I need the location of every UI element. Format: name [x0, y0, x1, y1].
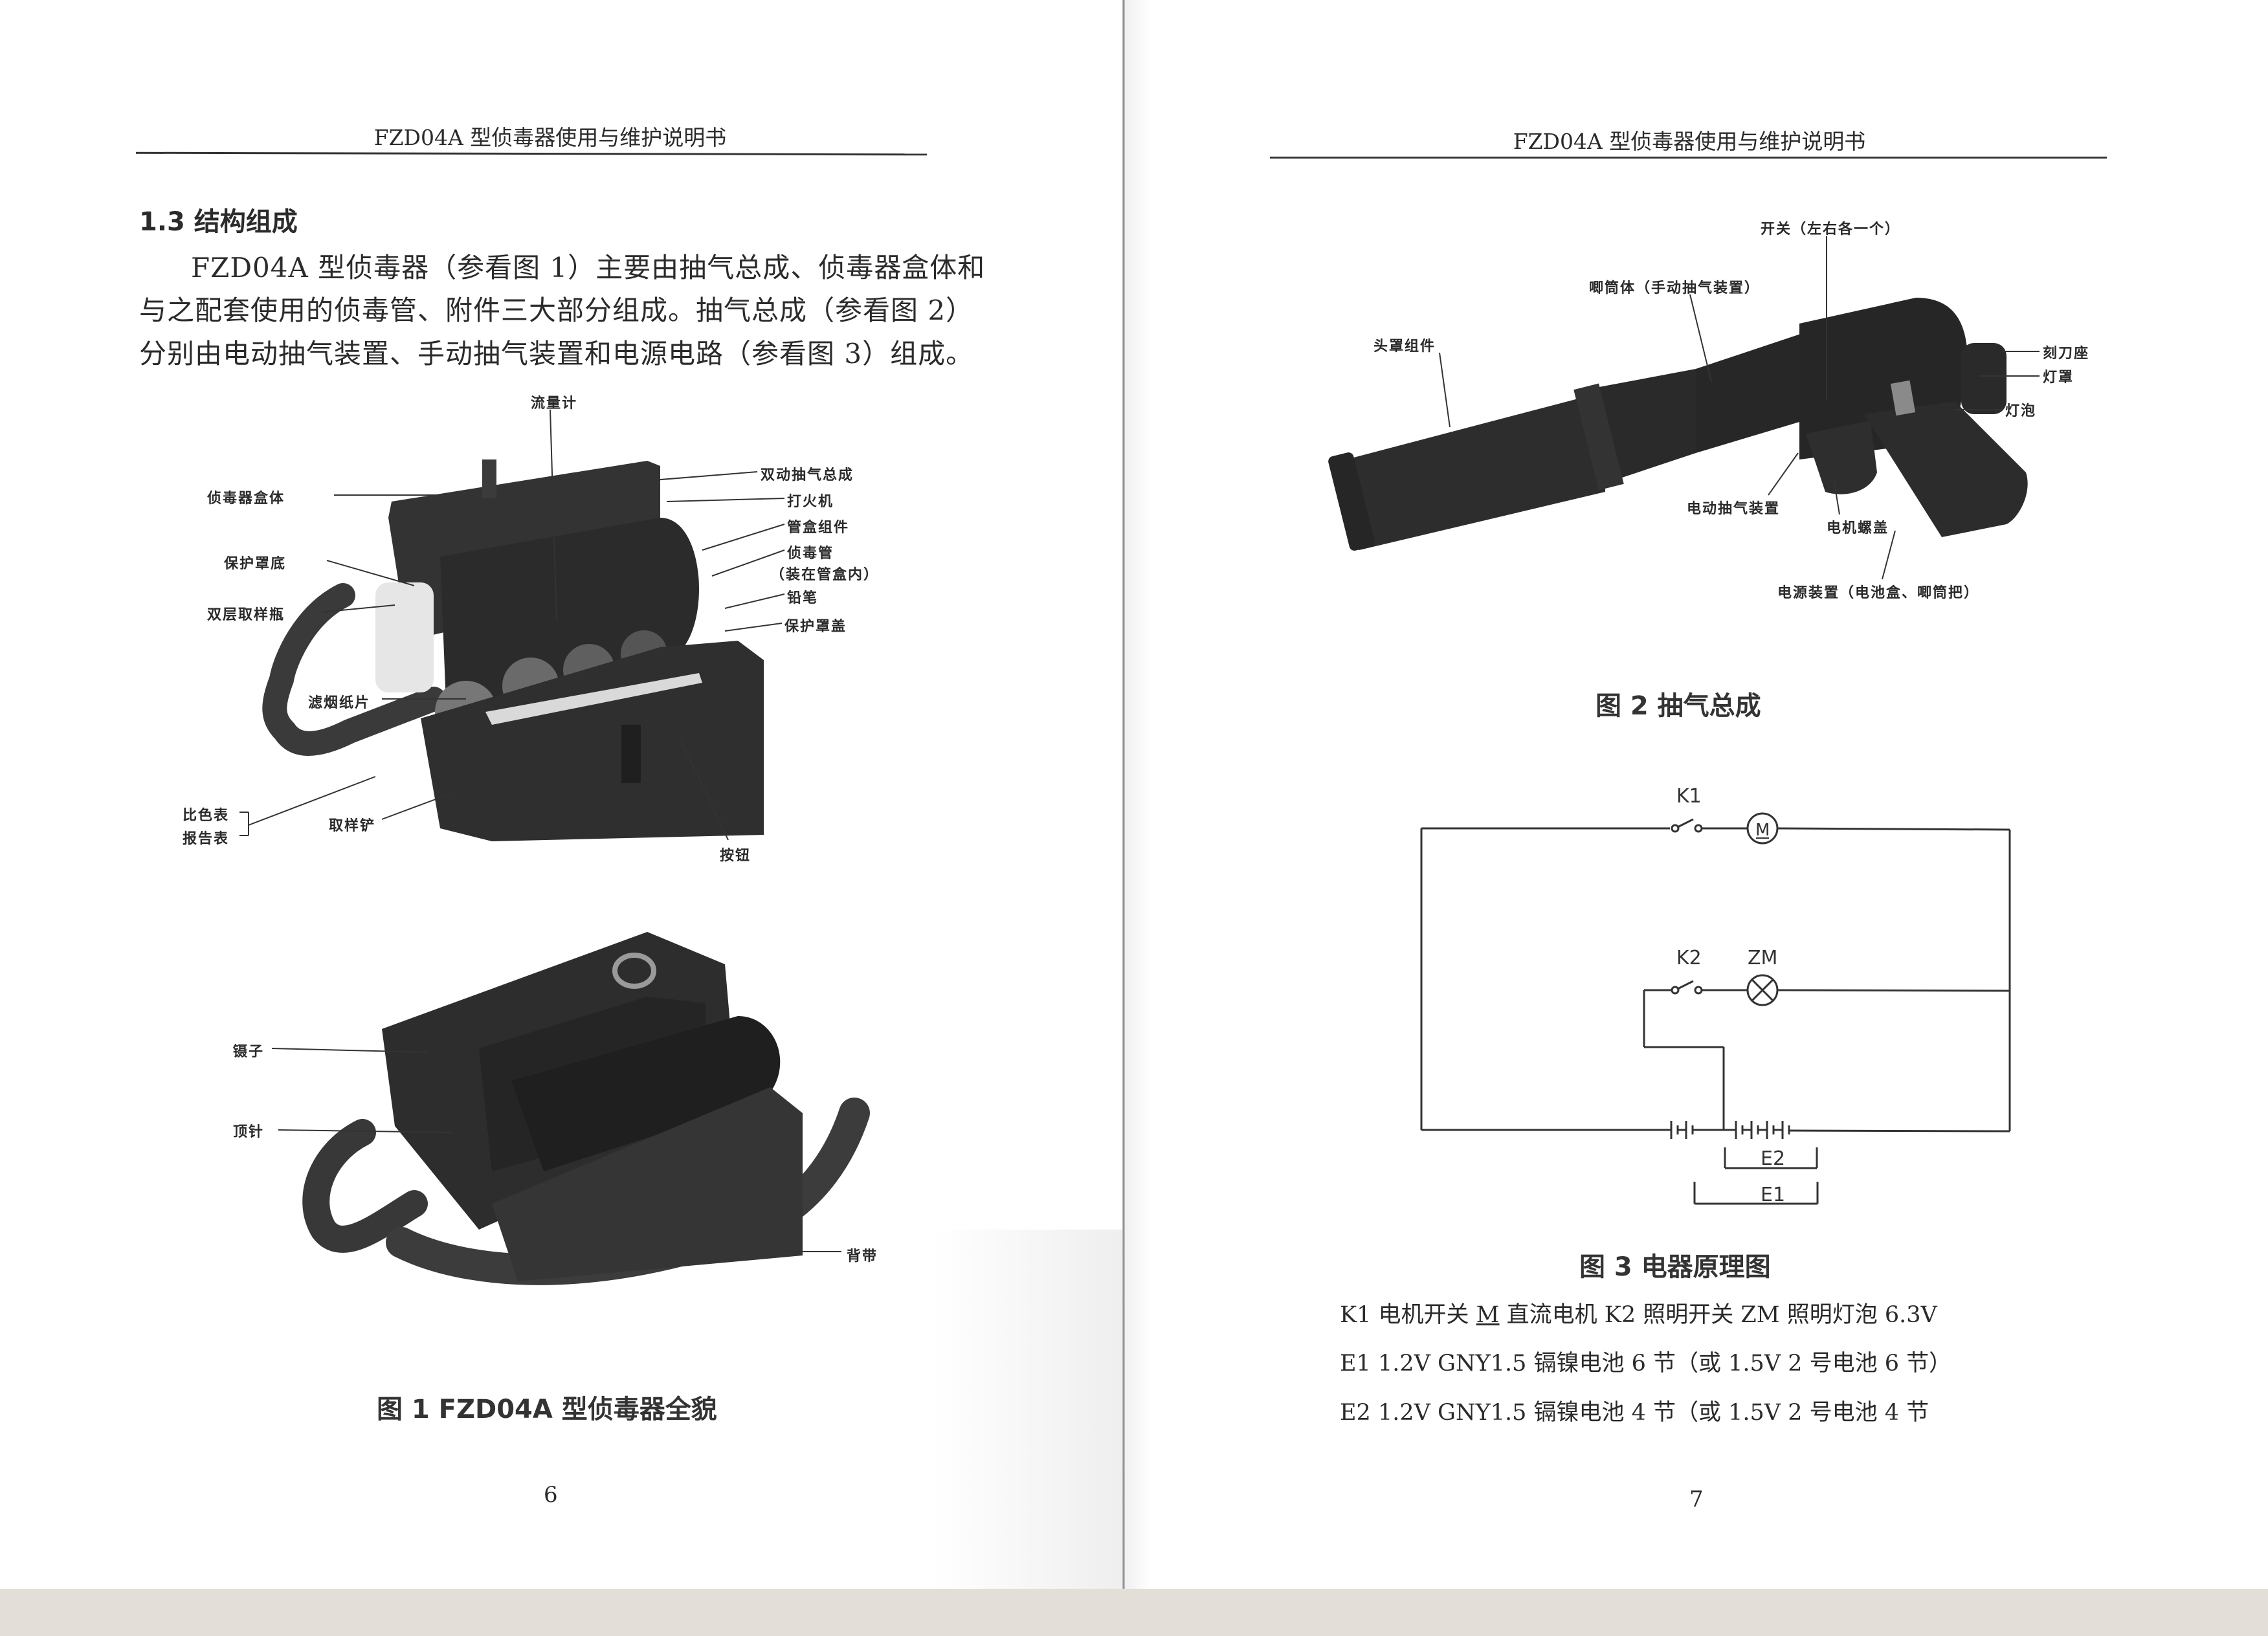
figure1-bottom-leader-lines [271, 1048, 841, 1252]
page-number-left: 6 [544, 1482, 558, 1508]
callout-box-body: 侦毒器盒体 [207, 491, 285, 507]
legend-motor-symbol: M [1476, 1302, 1500, 1328]
callout-lighter: 打火机 [787, 494, 834, 510]
callout-protective-cover-bottom: 保护罩底 [224, 556, 287, 572]
callout-dual-pump-assembly: 双动抽气总成 [761, 467, 854, 483]
label-motor: M [1755, 821, 1770, 840]
legend-line-components: K1 电机开关 M 直流电机 K2 照明开关 ZM 照明灯泡 6.3V [1340, 1296, 1937, 1329]
label-e1: E1 [1761, 1184, 1785, 1206]
label-k1: K1 [1676, 785, 1702, 808]
callout-pump-barrel: 唧筒体（手动抽气装置） [1589, 280, 1761, 296]
label-e2: E2 [1761, 1147, 1785, 1170]
figure2-leader-lines [1439, 236, 2040, 580]
label-lamp-zm: ZM [1748, 947, 1777, 969]
callout-report-form: 报告表 [183, 831, 230, 847]
paragraph-line-1: FZD04A 型侦毒器（参看图 1）主要由抽气总成、侦毒器盒体和 [191, 252, 986, 283]
callout-button: 按钮 [720, 848, 751, 864]
figure1-top-photo [262, 459, 764, 841]
callout-ejector-pin: 顶针 [233, 1124, 265, 1140]
paragraph-line-2: 与之配套使用的侦毒管、附件三大部分组成。抽气总成（参看图 2） [139, 294, 974, 326]
callout-sample-bottle: 双层取样瓶 [207, 607, 285, 623]
figure1-caption: 图 1 FZD04A 型侦毒器全貌 [377, 1395, 717, 1424]
figure2-photo [1328, 298, 2028, 551]
figure2-caption: 图 2 抽气总成 [1595, 691, 1761, 721]
figure3-circuit-diagram: K1 M K2 ZM E2 E1 [1420, 785, 2011, 1206]
legend-k1-text: K1 电机开关 [1340, 1302, 1476, 1328]
callout-shoulder-strap: 背带 [847, 1248, 878, 1265]
header-rule-right [1270, 157, 2107, 159]
callout-flowmeter: 流量计 [531, 395, 578, 412]
figure3-caption: 图 3 电器原理图 [1579, 1252, 1771, 1282]
callout-detector-tube: 侦毒管 [787, 546, 834, 562]
callout-cutter-seat: 刻刀座 [2043, 346, 2090, 362]
callout-detector-tube-note: （装在管盒内） [770, 567, 880, 583]
page-curl-shadow [932, 1230, 1122, 1589]
figure1-bottom-photo [302, 932, 870, 1285]
callout-bulb: 灯泡 [2005, 403, 2037, 419]
section-title: 1.3 结构组成 [139, 207, 298, 237]
page-number-right: 7 [1689, 1487, 1704, 1512]
scanner-bed-strip [0, 1589, 2268, 1636]
label-k2: K2 [1676, 947, 1702, 969]
running-header-left: FZD04A 型侦毒器使用与维护说明书 [373, 125, 727, 150]
callout-color-chart: 比色表 [183, 808, 230, 824]
right-page [1125, 0, 2268, 1589]
callout-tweezers: 镊子 [233, 1044, 265, 1060]
gutter-shadow [1125, 0, 1151, 1589]
callout-protective-cover-lid: 保护罩盖 [784, 619, 847, 635]
callout-sampling-shovel: 取样铲 [329, 818, 376, 834]
callout-head-cover-assembly: 头罩组件 [1373, 338, 1436, 355]
legend-line-e1: E1 1.2V GNY1.5 镉镍电池 6 节（或 1.5V 2 号电池 6 节… [1340, 1351, 1952, 1376]
callout-power-unit: 电源装置（电池盒、唧筒把） [1777, 585, 1980, 601]
callout-tube-box-assembly: 管盒组件 [787, 520, 850, 536]
figure1-top-leader-lines [239, 409, 785, 841]
legend-line-e2: E2 1.2V GNY1.5 镉镍电池 4 节（或 1.5V 2 号电池 4 节 [1340, 1400, 1929, 1426]
paragraph-line-3: 分别由电动抽气装置、手动抽气装置和电源电路（参看图 3）组成。 [139, 338, 974, 370]
callout-electric-pump: 电动抽气装置 [1687, 501, 1781, 517]
book-binding-gutter [1122, 0, 1125, 1589]
callout-motor-screw-cap: 电机螺盖 [1827, 520, 1889, 536]
callout-pencil: 铅笔 [787, 590, 819, 606]
legend-rest-text: 直流电机 K2 照明开关 ZM 照明灯泡 6.3V [1499, 1302, 1937, 1328]
callout-lamp-shade: 灯罩 [2043, 370, 2074, 386]
running-header-right: FZD04A 型侦毒器使用与维护说明书 [1513, 129, 1866, 154]
callout-switch: 开关（左右各一个） [1761, 221, 1901, 238]
callout-smoke-filter-paper: 滤烟纸片 [308, 695, 371, 711]
